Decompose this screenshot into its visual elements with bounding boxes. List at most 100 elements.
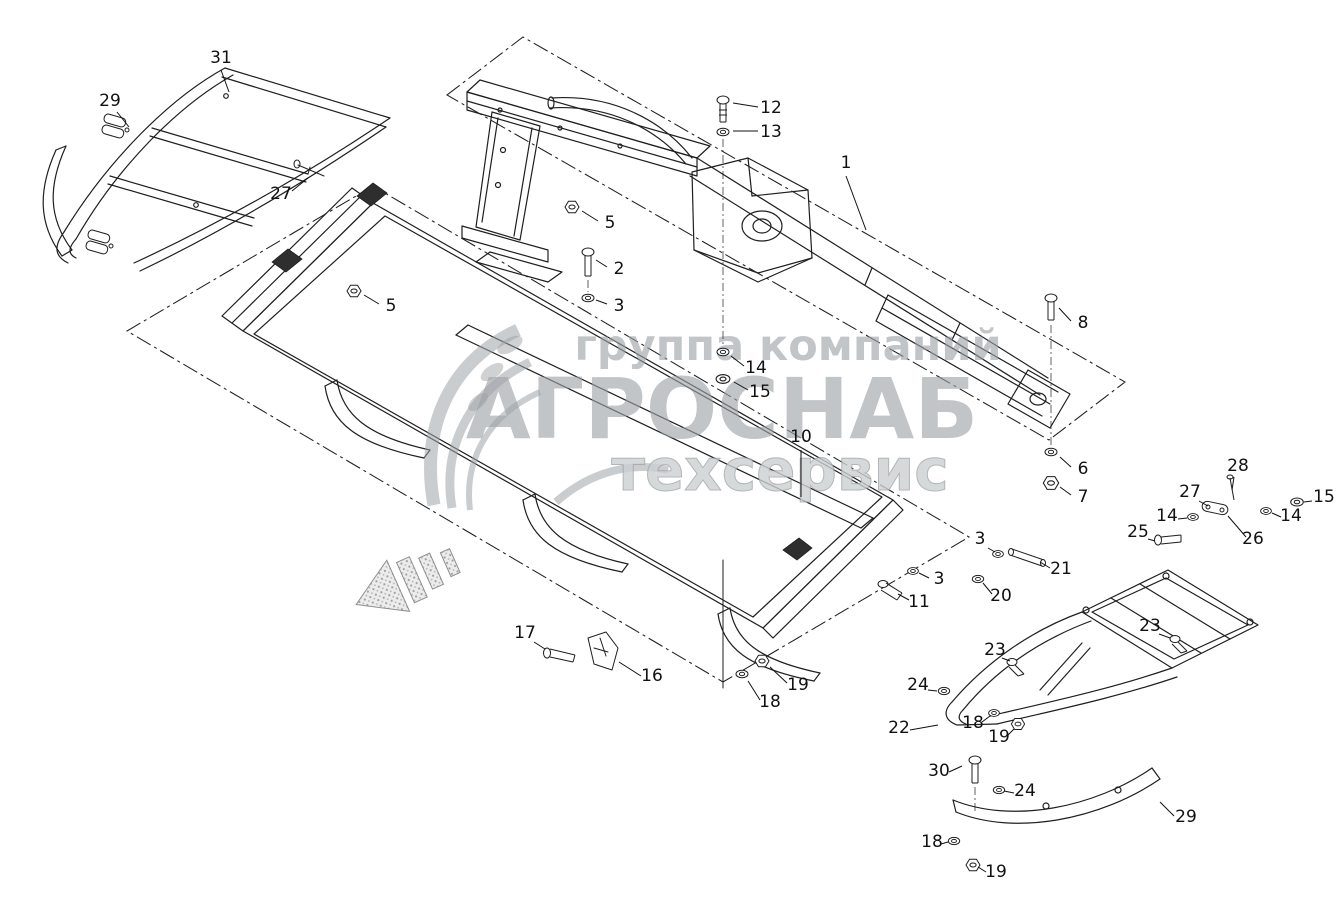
callout-28: 28 xyxy=(1227,456,1249,476)
callout-15: 15 xyxy=(1313,487,1335,507)
callout-7: 7 xyxy=(1078,487,1089,507)
callout-3: 3 xyxy=(614,296,625,316)
callout-11: 11 xyxy=(908,592,930,612)
callout-19: 19 xyxy=(787,675,809,695)
callout-leader-3 xyxy=(918,572,930,579)
callout-leader-1 xyxy=(845,175,867,231)
callout-19: 19 xyxy=(985,862,1007,882)
washer-18b xyxy=(988,709,1000,717)
callout-leader-18 xyxy=(940,841,949,845)
hardware xyxy=(346,95,1304,872)
callout-leader-5 xyxy=(581,210,599,222)
callout-25: 25 xyxy=(1127,522,1149,542)
support-assembly-1 xyxy=(461,79,1071,429)
callout-22: 22 xyxy=(888,718,910,738)
callout-leader-5 xyxy=(363,294,380,305)
pin-28 xyxy=(1226,474,1235,501)
bolt-2 xyxy=(581,247,595,277)
callout-14: 14 xyxy=(1280,506,1302,526)
callout-24: 24 xyxy=(1014,781,1036,801)
callout-leader-15 xyxy=(1303,500,1313,503)
callout-30: 30 xyxy=(928,761,950,781)
callout-leader-29 xyxy=(116,111,130,128)
callout-leader-20 xyxy=(982,582,993,595)
callout-31: 31 xyxy=(210,48,232,68)
callout-leader-23 xyxy=(1158,633,1171,639)
callout-leader-31 xyxy=(220,69,230,93)
nut-19 xyxy=(754,654,770,668)
callout-24: 24 xyxy=(907,675,929,695)
washer-18c xyxy=(947,836,961,846)
washer-3b xyxy=(907,567,919,575)
callout-leader-14 xyxy=(1177,517,1188,520)
callout-19: 19 xyxy=(988,727,1010,747)
callout-3: 3 xyxy=(934,569,945,589)
washer-14c xyxy=(1260,507,1272,515)
guard-frame-31 xyxy=(42,67,391,272)
callout-18: 18 xyxy=(962,713,984,733)
nut-19c xyxy=(965,858,981,872)
callout-leader-14 xyxy=(1271,512,1282,518)
callout-18: 18 xyxy=(759,692,781,712)
callout-27: 27 xyxy=(1179,482,1201,502)
front-guard-tube-29 xyxy=(952,767,1161,824)
callout-leader-11 xyxy=(897,593,910,601)
phantom-outline-upper-assembly xyxy=(446,36,1126,441)
callout-leader-26 xyxy=(1227,515,1247,538)
callout-leader-30 xyxy=(948,765,963,773)
bolt-25 xyxy=(1154,534,1182,546)
callout-leader-2 xyxy=(595,259,608,268)
callout-26: 26 xyxy=(1242,529,1264,549)
callout-leader-16 xyxy=(618,661,642,677)
washer-14 xyxy=(716,347,730,357)
pin-27-upper xyxy=(293,159,325,177)
callout-leader-12 xyxy=(732,102,759,108)
callout-leader-24 xyxy=(927,689,938,692)
callout-2: 2 xyxy=(614,259,625,279)
callout-leader-17 xyxy=(533,641,546,650)
callout-leader-21 xyxy=(1039,561,1051,569)
callout-17: 17 xyxy=(514,623,536,643)
bolt-23a xyxy=(1006,658,1025,677)
bolt-11 xyxy=(877,580,903,601)
link-27 xyxy=(1201,500,1229,516)
callout-3: 3 xyxy=(975,529,986,549)
callout-leader-18 xyxy=(747,680,761,701)
callout-23: 23 xyxy=(984,640,1006,660)
nut-19b xyxy=(1010,718,1026,730)
callout-leader-3 xyxy=(595,299,608,305)
callout-leader-3 xyxy=(987,547,996,553)
callout-leader-7 xyxy=(1059,486,1072,496)
callout-8: 8 xyxy=(1078,313,1089,333)
bolt-8 xyxy=(1044,293,1058,321)
callout-leader-29 xyxy=(1159,801,1175,817)
bolt-23b xyxy=(1169,635,1188,654)
clamp-29-lower xyxy=(85,229,114,255)
callout-leader-14 xyxy=(730,355,745,367)
callout-leader-18 xyxy=(981,715,991,723)
watermark-line1: группа компаний xyxy=(574,321,1001,371)
callout-29: 29 xyxy=(99,91,121,111)
watermark-logo xyxy=(424,324,669,511)
washer-13 xyxy=(716,127,730,137)
callout-20: 20 xyxy=(990,586,1012,606)
callout-27: 27 xyxy=(270,184,292,204)
callout-leader-27 xyxy=(291,177,309,192)
washer-24b xyxy=(992,785,1006,795)
nut-5 xyxy=(564,200,580,214)
callout-13: 13 xyxy=(760,122,782,142)
washer-15b xyxy=(1290,497,1304,507)
callout-21: 21 xyxy=(1050,559,1072,579)
sled-assembly-22 xyxy=(945,569,1259,726)
callout-5: 5 xyxy=(605,213,616,233)
watermark-grains xyxy=(468,335,523,411)
nut-7 xyxy=(1042,476,1060,490)
main-platform-10 xyxy=(221,187,904,689)
washer-6 xyxy=(1044,447,1058,457)
callout-leader-15 xyxy=(733,381,749,391)
callout-1: 1 xyxy=(841,153,852,173)
bolt-12 xyxy=(716,95,730,123)
